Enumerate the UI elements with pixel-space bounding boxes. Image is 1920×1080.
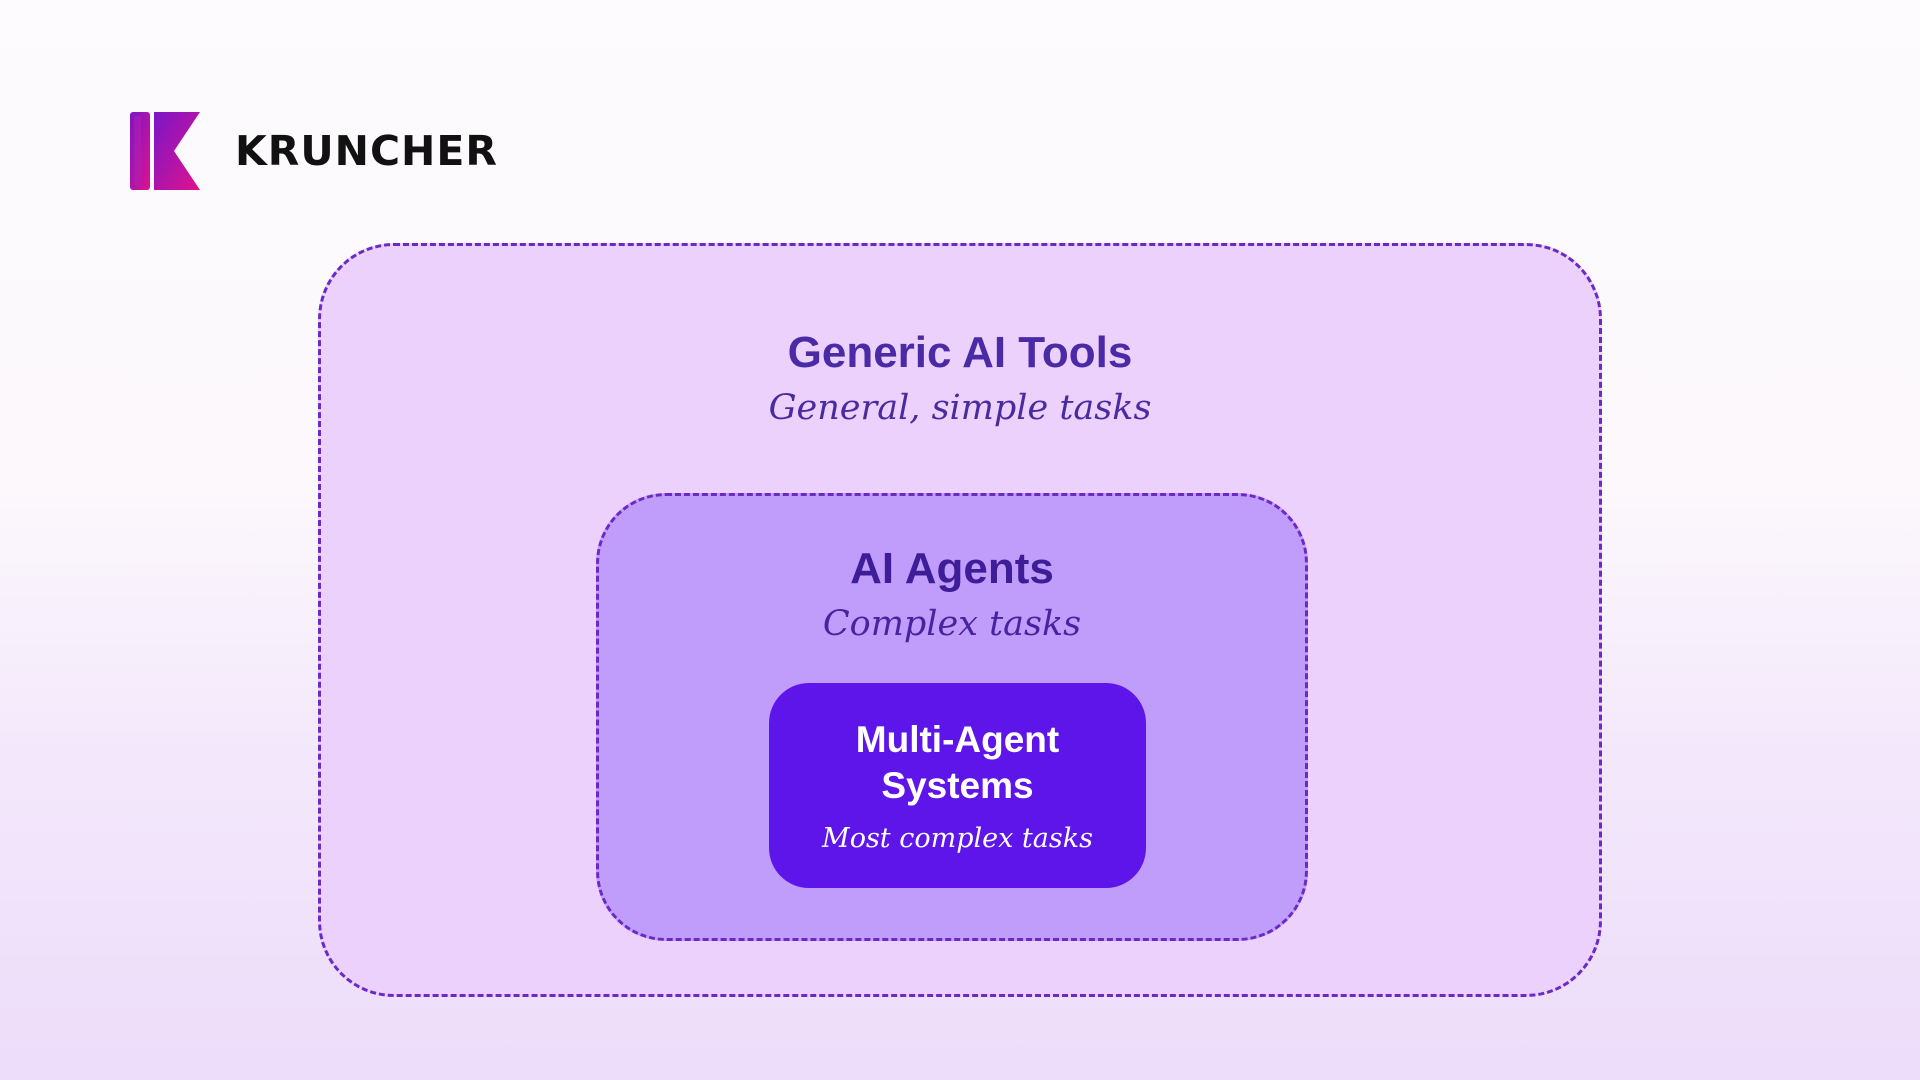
brand-name: KRUNCHER: [235, 127, 498, 175]
generic-ai-tools-title: Generic AI Tools: [787, 328, 1133, 377]
generic-ai-tools-subtitle: General, simple tasks: [768, 388, 1152, 428]
ai-agents-title: AI Agents: [850, 544, 1054, 593]
multi-agent-systems-box: Multi-Agent Systems Most complex tasks: [769, 683, 1146, 888]
k-logo-icon: [130, 112, 200, 190]
brand-logo: KRUNCHER: [130, 112, 498, 190]
ai-agents-subtitle: Complex tasks: [822, 604, 1082, 644]
multi-agent-systems-title: Multi-Agent Systems: [855, 719, 1060, 806]
multi-agent-systems-subtitle: Most complex tasks: [822, 823, 1093, 854]
